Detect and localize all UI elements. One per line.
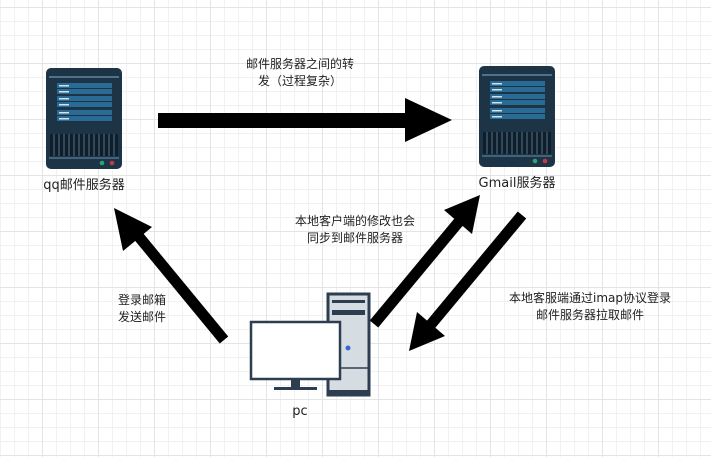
qq-server-label: qq邮件服务器: [43, 178, 125, 193]
pc-icon: [249, 292, 371, 397]
pc-label: pc: [292, 404, 308, 419]
edge-label-line: 发（过程复杂）: [257, 74, 342, 88]
edge-label-line: 发送邮件: [118, 310, 167, 324]
edge-label-line: 邮件服务器之间的转: [245, 57, 354, 71]
edge-label-line: 邮件服务器拉取邮件: [535, 308, 644, 322]
arrow-pc-to-gmail: [369, 195, 480, 328]
arrow-qq-to-gmail: [158, 98, 452, 142]
gmail-server-label: Gmail服务器: [478, 176, 556, 191]
imap-fetch-label: 本地客服端通过imap协议登录 邮件服务器拉取邮件: [495, 290, 685, 324]
arrows: [114, 98, 527, 351]
server-transfer-label: 邮件服务器之间的转 发（过程复杂）: [225, 56, 375, 90]
qq-server-icon: [45, 67, 123, 170]
local-sync-label: 本地客户端的修改也会 同步到邮件服务器: [280, 213, 430, 247]
edge-label-line: 本地客户端的修改也会: [294, 214, 415, 228]
gmail-server-icon: [478, 65, 556, 168]
arrow-gmail-to-pc: [409, 211, 527, 351]
edge-label-line: 本地客服端通过imap协议登录: [509, 291, 671, 305]
edge-label-line: 同步到邮件服务器: [306, 231, 403, 245]
arrow-pc-to-qq: [114, 208, 229, 344]
login-send-label: 登录邮箱 发送邮件: [118, 292, 166, 326]
edge-label-line: 登录邮箱: [118, 293, 167, 307]
